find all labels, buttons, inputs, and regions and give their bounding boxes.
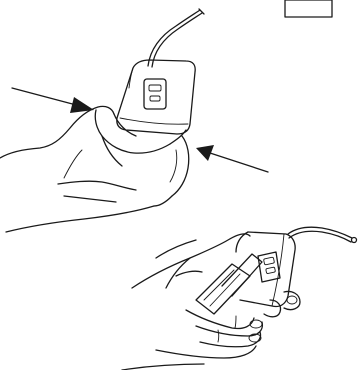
right-hand-icon bbox=[153, 129, 190, 207]
left-hand-icon bbox=[131, 233, 251, 289]
display-window bbox=[148, 84, 162, 92]
battery-compartment-icon bbox=[195, 253, 263, 315]
bodypack-transmitter-icon bbox=[116, 59, 196, 135]
mute-button bbox=[265, 266, 276, 274]
panel-squeeze bbox=[0, 8, 269, 233]
control-panel bbox=[257, 251, 281, 283]
press-arrow-icon bbox=[11, 87, 94, 113]
display-window bbox=[263, 256, 275, 266]
bodypack-transmitter-icon bbox=[235, 231, 296, 308]
right-hand-icon bbox=[121, 290, 301, 370]
press-arrow-icon bbox=[196, 145, 269, 173]
mute-button bbox=[149, 95, 161, 102]
antenna-tip bbox=[350, 236, 358, 244]
fingernail bbox=[248, 333, 262, 343]
left-hand-icon bbox=[0, 105, 171, 233]
fingernail bbox=[249, 319, 263, 329]
corner-label-box bbox=[284, 0, 333, 18]
panel-open bbox=[121, 226, 358, 370]
fingernail bbox=[286, 295, 298, 305]
antenna-icon bbox=[287, 226, 358, 244]
antenna-icon bbox=[147, 8, 205, 68]
control-panel bbox=[143, 78, 167, 110]
